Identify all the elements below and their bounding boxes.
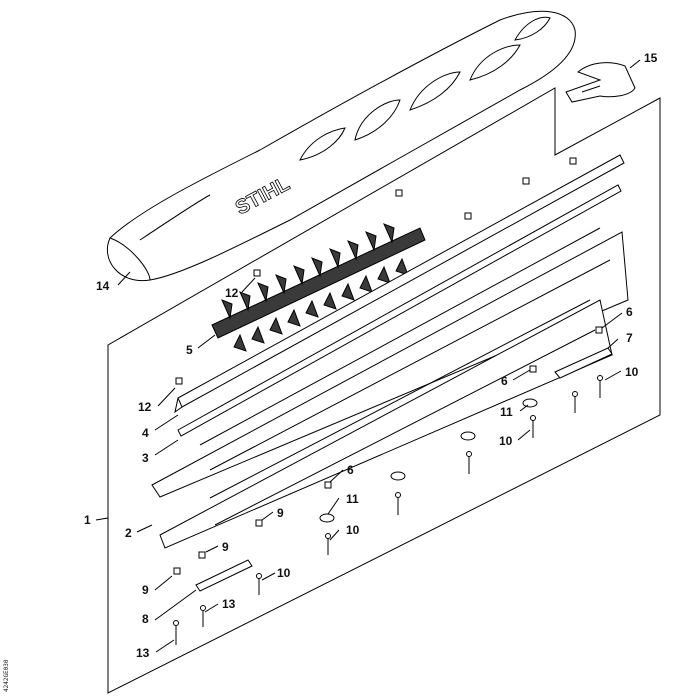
callout-12-b: 12 xyxy=(138,400,152,414)
callout-6-right: 6 xyxy=(626,305,633,319)
callout-8: 8 xyxy=(142,612,149,626)
leader-lines xyxy=(95,59,641,653)
guard-end-cap xyxy=(565,62,636,103)
guide-strip xyxy=(177,154,625,408)
spacer-strip xyxy=(177,184,622,437)
blade-carrier xyxy=(211,223,426,352)
callout-7: 7 xyxy=(626,331,633,345)
blade-guard: STIHL xyxy=(106,10,576,282)
screws xyxy=(173,375,603,645)
washers xyxy=(319,398,538,523)
nuts xyxy=(173,157,603,575)
callout-14: 14 xyxy=(96,279,110,293)
callout-labels: 1 2 3 4 5 6 6 6 7 8 9 9 9 10 10 10 10 11… xyxy=(84,51,658,660)
callout-13-b: 13 xyxy=(136,646,150,660)
lower-cutter-blade xyxy=(159,299,613,549)
drawing-code: 4242GE030 xyxy=(3,659,10,692)
callout-10-d: 10 xyxy=(277,566,291,580)
clamp-plate-left xyxy=(195,559,253,592)
callout-13-a: 13 xyxy=(222,597,236,611)
callout-15: 15 xyxy=(644,51,658,65)
assembly-outline xyxy=(107,87,661,694)
callout-1: 1 xyxy=(84,513,91,527)
callout-5: 5 xyxy=(186,343,193,357)
callout-10-c: 10 xyxy=(346,523,360,537)
callout-6-left: 6 xyxy=(347,463,354,477)
callout-6-middle: 6 xyxy=(501,374,508,388)
upper-cutter-blade xyxy=(151,227,629,498)
callout-10-b: 10 xyxy=(499,434,513,448)
callout-9-a: 9 xyxy=(277,506,284,520)
callout-10-a: 10 xyxy=(625,365,639,379)
callout-11-b: 11 xyxy=(346,492,359,506)
callout-9-b: 9 xyxy=(222,540,229,554)
clamp-plate-right xyxy=(554,347,613,379)
callout-12-a: 12 xyxy=(225,286,239,300)
callout-4: 4 xyxy=(142,426,149,440)
callout-11-a: 11 xyxy=(500,405,513,419)
callout-2: 2 xyxy=(125,526,132,540)
callout-9-c: 9 xyxy=(142,583,149,597)
callout-3: 3 xyxy=(142,451,149,465)
